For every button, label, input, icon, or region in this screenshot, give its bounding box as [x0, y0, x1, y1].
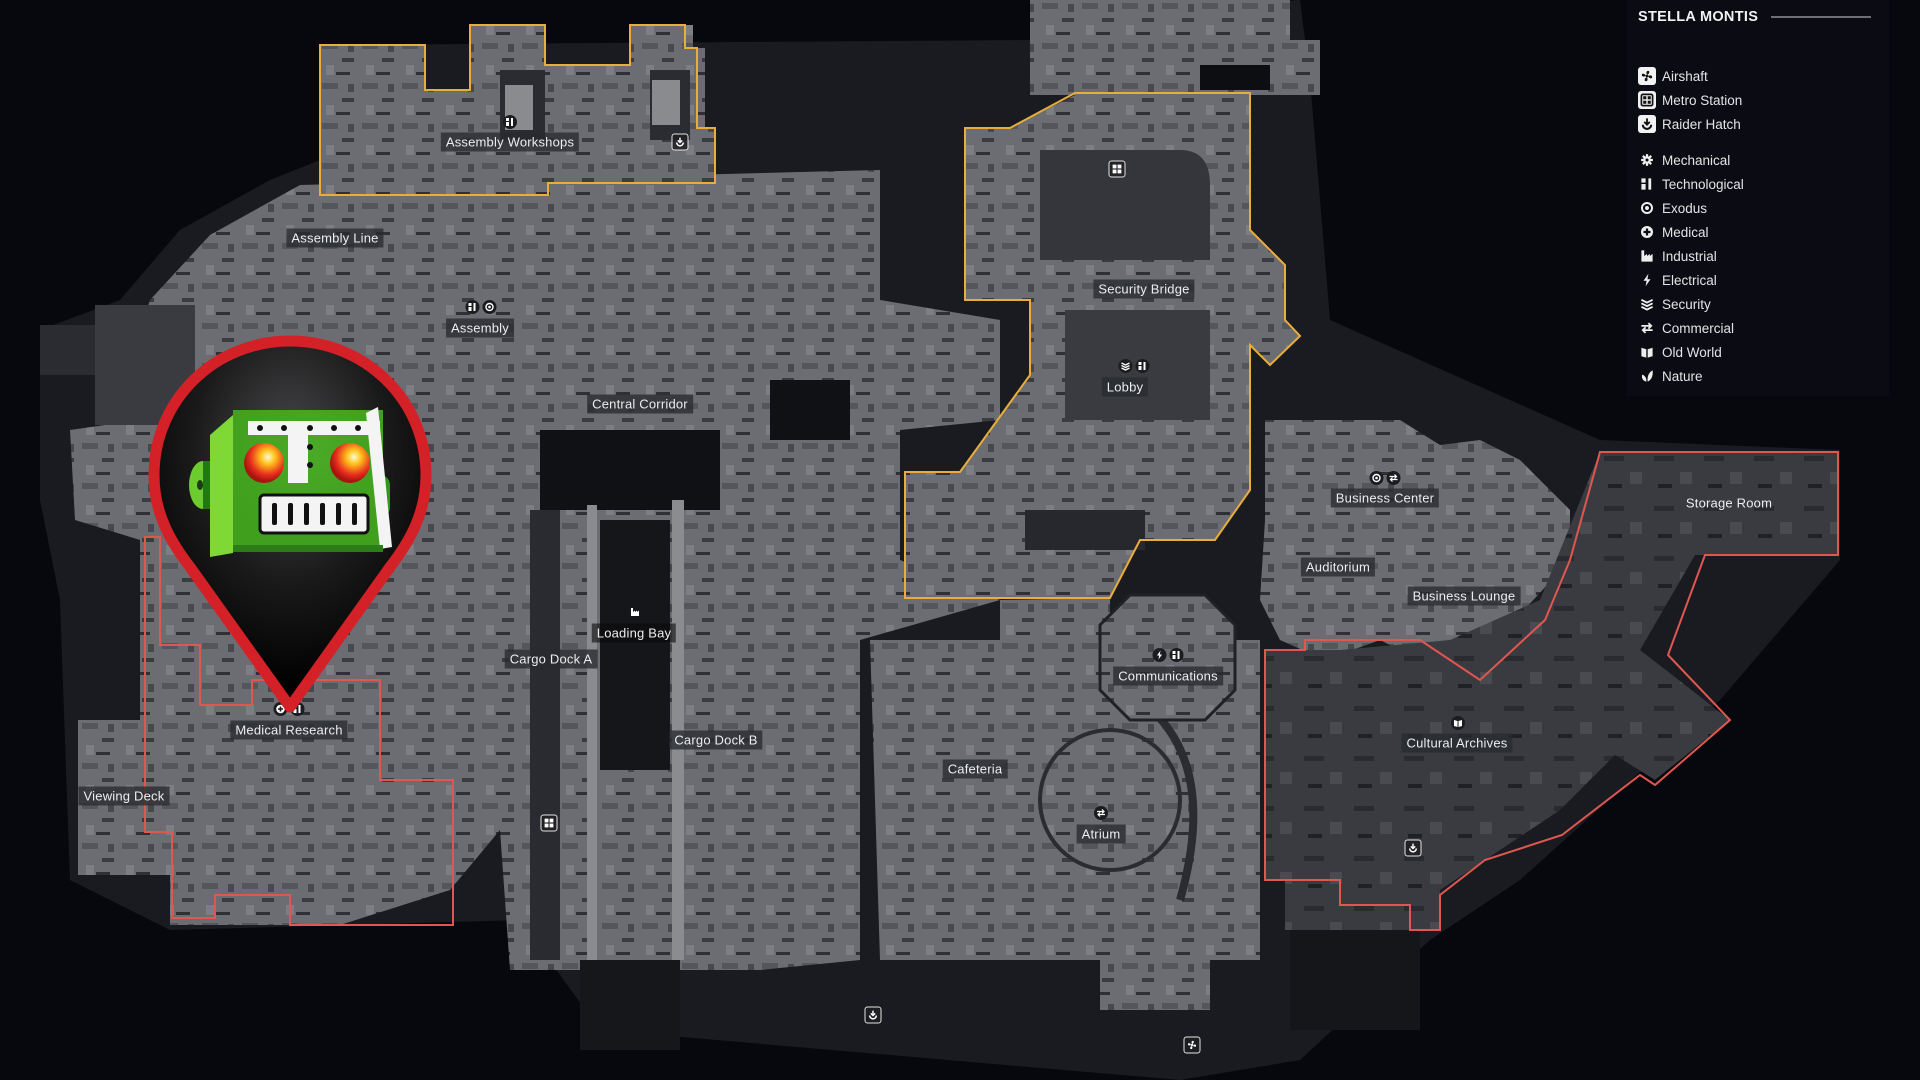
loot-marker-medical-research[interactable] [273, 702, 305, 716]
map-title: STELLA MONTIS [1638, 9, 1759, 25]
security-icon [1638, 295, 1656, 313]
airshaft-icon [1183, 1036, 1201, 1054]
legend-item-security[interactable]: Security [1638, 292, 1744, 316]
zone-medical-research [144, 536, 454, 926]
metro-station-icon [1638, 91, 1656, 109]
zone-storage-cultural [1264, 451, 1839, 931]
legend-item-commercial[interactable]: Commercial [1638, 316, 1744, 340]
electrical-icon [1152, 648, 1167, 662]
area-label-medical-research[interactable]: Medical Research [230, 720, 348, 740]
commercial-icon [1638, 319, 1656, 337]
legend-item-airshaft[interactable]: Airshaft [1638, 64, 1742, 88]
legend-item-exodus[interactable]: Exodus [1638, 196, 1744, 220]
area-label-assembly[interactable]: Assembly [446, 318, 514, 338]
gold-zone-outlines [319, 24, 1302, 599]
area-label-business-lounge[interactable]: Business Lounge [1407, 586, 1521, 606]
area-label-lobby[interactable]: Lobby [1101, 377, 1149, 397]
old-world-icon [1451, 716, 1465, 730]
title-divider [1771, 16, 1872, 18]
area-label-viewing-deck[interactable]: Viewing Deck [78, 786, 170, 806]
area-label-storage-room[interactable]: Storage Room [1685, 495, 1773, 511]
exodus-icon [1369, 471, 1384, 485]
area-label-cultural-archives[interactable]: Cultural Archives [1401, 733, 1513, 753]
area-label-business-center[interactable]: Business Center [1330, 488, 1440, 508]
legend-loot-types: Mechanical Technological Exodus Medical … [1638, 148, 1744, 388]
area-label-central-corridor[interactable]: Central Corridor [587, 394, 693, 414]
legend-item-medical[interactable]: Medical [1638, 220, 1744, 244]
old-world-icon [1638, 343, 1656, 361]
legend-header: STELLA MONTIS [1638, 9, 1872, 25]
raider-hatch-icon [1638, 115, 1656, 133]
area-label-loading-bay[interactable]: Loading Bay [591, 623, 677, 643]
robot-head-icon [189, 407, 392, 557]
legend-item-raider-hatch[interactable]: Raider Hatch [1638, 112, 1742, 136]
loot-marker-lobby[interactable] [1118, 359, 1150, 373]
facility-structure [40, 0, 1840, 1080]
nature-icon [1638, 367, 1656, 385]
loot-marker-loading-bay[interactable] [628, 605, 642, 619]
exodus-icon [1638, 199, 1656, 217]
security-icon [1118, 359, 1133, 373]
area-label-atrium[interactable]: Atrium [1076, 824, 1126, 844]
technological-icon [1135, 359, 1150, 373]
legend-item-nature[interactable]: Nature [1638, 364, 1744, 388]
loot-marker-communications[interactable] [1152, 648, 1184, 662]
legend-features: Airshaft Metro Station Raider Hatch [1638, 64, 1742, 136]
area-label-cargo-dock-b[interactable]: Cargo Dock B [669, 730, 763, 750]
raider-hatch-marker[interactable] [671, 133, 689, 151]
raider-hatch-marker[interactable] [1404, 839, 1422, 857]
technological-icon [1169, 648, 1184, 662]
legend-item-industrial[interactable]: Industrial [1638, 244, 1744, 268]
zone-security-bridge [904, 92, 1302, 599]
zone-assembly-workshops [319, 24, 716, 196]
loot-marker-assembly-workshops[interactable] [503, 115, 517, 129]
area-label-auditorium[interactable]: Auditorium [1300, 557, 1376, 577]
technological-icon [1638, 175, 1656, 193]
loot-marker-assembly[interactable] [465, 300, 497, 314]
raider-hatch-icon [864, 1006, 882, 1024]
area-label-cafeteria[interactable]: Cafeteria [942, 759, 1008, 779]
area-label-security-bridge[interactable]: Security Bridge [1093, 279, 1195, 299]
location-pin[interactable] [148, 335, 432, 713]
legend-item-technological[interactable]: Technological [1638, 172, 1744, 196]
metro-station-icon [1108, 160, 1126, 178]
legend-item-old-world[interactable]: Old World [1638, 340, 1744, 364]
area-label-assembly-workshops[interactable]: Assembly Workshops [440, 132, 580, 152]
legend-item-mechanical[interactable]: Mechanical [1638, 148, 1744, 172]
airshaft-icon [1638, 67, 1656, 85]
raider-hatch-icon [671, 133, 689, 151]
commercial-icon [1094, 806, 1108, 820]
area-label-cargo-dock-a[interactable]: Cargo Dock A [504, 649, 598, 669]
electrical-icon [1638, 271, 1656, 289]
red-zone-outlines [144, 451, 1839, 931]
legend-item-electrical[interactable]: Electrical [1638, 268, 1744, 292]
legend-item-metro-station[interactable]: Metro Station [1638, 88, 1742, 112]
raider-hatch-icon [1404, 839, 1422, 857]
map-legend: STELLA MONTIS Airshaft Metro Station Rai… [1627, 0, 1889, 396]
technological-icon [465, 300, 480, 314]
medical-icon [1638, 223, 1656, 241]
metro-station-marker[interactable] [540, 814, 558, 832]
raider-hatch-marker[interactable] [864, 1006, 882, 1024]
technological-icon [503, 115, 517, 129]
metro-station-marker[interactable] [1108, 160, 1126, 178]
loot-marker-business-center[interactable] [1369, 471, 1401, 485]
area-label-communications[interactable]: Communications [1113, 666, 1223, 686]
exodus-icon [482, 300, 497, 314]
airshaft-marker[interactable] [1183, 1036, 1201, 1054]
loot-marker-atrium[interactable] [1094, 806, 1108, 820]
industrial-icon [1638, 247, 1656, 265]
mechanical-icon [1638, 151, 1656, 169]
metro-station-icon [540, 814, 558, 832]
industrial-icon [628, 605, 642, 619]
commercial-icon [1386, 471, 1401, 485]
area-label-assembly-line[interactable]: Assembly Line [286, 228, 384, 248]
loot-marker-cultural-archives[interactable] [1451, 716, 1465, 730]
